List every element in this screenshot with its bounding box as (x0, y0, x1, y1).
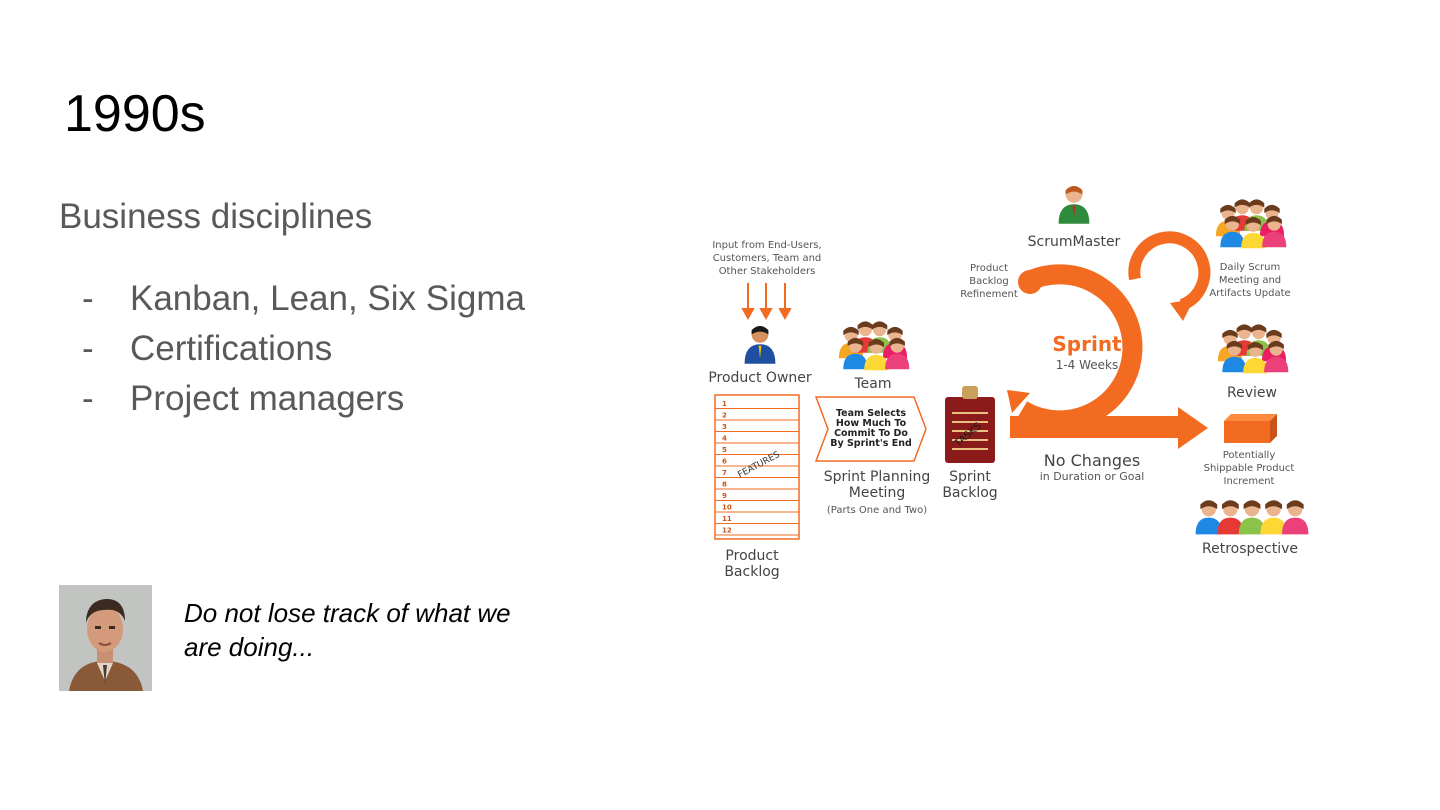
sprint-planning-label: Meeting (849, 485, 905, 501)
increment-label: Potentially (1223, 450, 1276, 461)
bullet-list: -Kanban, Lean, Six Sigma -Certifications… (82, 278, 525, 428)
sprint-duration: 1-4 Weeks (1056, 358, 1119, 372)
bullet-text: Certifications (130, 329, 333, 368)
increment-box-icon (1224, 414, 1277, 443)
scrum-diagram: Input from End-Users, Customers, Team an… (708, 186, 1309, 580)
bullet-item: -Certifications (82, 328, 525, 378)
retrospective-icon (1195, 500, 1309, 535)
bullet-marker: - (82, 379, 94, 418)
backlog-row-number: 9 (722, 492, 727, 500)
backlog-row-number: 6 (722, 458, 727, 466)
bullet-marker: - (82, 329, 94, 368)
sprint-planning-label: Sprint Planning (824, 469, 931, 485)
sprint-backlog-clipboard (945, 386, 995, 463)
backlog-row-number: 7 (722, 469, 727, 477)
slide-title: 1990s (64, 85, 206, 143)
bullet-text: Project managers (130, 379, 405, 418)
scrum-master-icon (1058, 186, 1090, 224)
portrait-photo (59, 585, 152, 691)
daily-scrum-icon (1216, 199, 1286, 248)
team-label: Team (853, 376, 891, 392)
commit-text: How Much To (836, 418, 907, 429)
backlog-row-number: 5 (722, 446, 727, 454)
backlog-row-number: 1 (722, 400, 727, 408)
review-icon (1218, 324, 1288, 373)
product-owner-label: Product Owner (708, 370, 812, 386)
daily-scrum-label: Daily Scrum (1220, 262, 1281, 273)
sprint-cycle (1007, 231, 1211, 449)
bullet-item: -Project managers (82, 378, 525, 428)
quote-text: Do not lose track of what we are doing..… (184, 596, 564, 664)
commit-text: By Sprint's End (830, 438, 912, 449)
no-changes-label: No Changes (1044, 451, 1140, 470)
bullet-item: -Kanban, Lean, Six Sigma (82, 278, 525, 328)
team-icon (839, 321, 909, 370)
commit-text: Team Selects (836, 408, 906, 419)
sprint-backlog-label: Sprint (949, 469, 991, 485)
slide-subtitle: Business disciplines (59, 197, 373, 236)
increment-label: Increment (1224, 476, 1275, 487)
sprint-planning-sub: (Parts One and Two) (827, 505, 927, 516)
product-backlog-label: Product (725, 548, 779, 564)
sprint-label: Sprint (1052, 332, 1122, 356)
increment-label: Shippable Product (1204, 463, 1295, 474)
no-changes-sub: in Duration or Goal (1040, 470, 1145, 483)
retrospective-label: Retrospective (1202, 541, 1298, 557)
backlog-row-number: 3 (722, 423, 727, 431)
backlog-row-number: 4 (722, 435, 727, 443)
backlog-row-number: 12 (722, 527, 732, 535)
input-label: Other Stakeholders (719, 266, 816, 277)
backlog-row-number: 11 (722, 515, 732, 523)
backlog-row-number: 8 (722, 481, 727, 489)
backlog-row-number: 2 (722, 412, 727, 420)
bullet-text: Kanban, Lean, Six Sigma (130, 279, 525, 318)
refinement-label: Backlog (969, 276, 1009, 287)
product-backlog-label: Backlog (724, 564, 779, 580)
quote-line: are doing... (184, 632, 315, 662)
input-label: Input from End-Users, (712, 240, 821, 251)
product-owner-icon (744, 326, 776, 364)
daily-scrum-label: Meeting and (1219, 275, 1281, 286)
input-label: Customers, Team and (713, 253, 822, 264)
input-arrows (741, 283, 792, 321)
commit-chevron (814, 396, 927, 462)
commit-text: Commit To Do (834, 428, 908, 439)
quote-line: Do not lose track of what we (184, 598, 511, 628)
product-backlog-list (714, 394, 800, 540)
sprint-backlog-label: Backlog (942, 485, 997, 501)
backlog-row-number: 10 (722, 504, 732, 512)
refinement-label: Product (970, 263, 1008, 274)
scrum-master-label: ScrumMaster (1028, 234, 1121, 250)
daily-scrum-label: Artifacts Update (1209, 288, 1290, 299)
review-label: Review (1227, 385, 1277, 401)
bullet-marker: - (82, 279, 94, 318)
refinement-label: Refinement (960, 289, 1018, 300)
